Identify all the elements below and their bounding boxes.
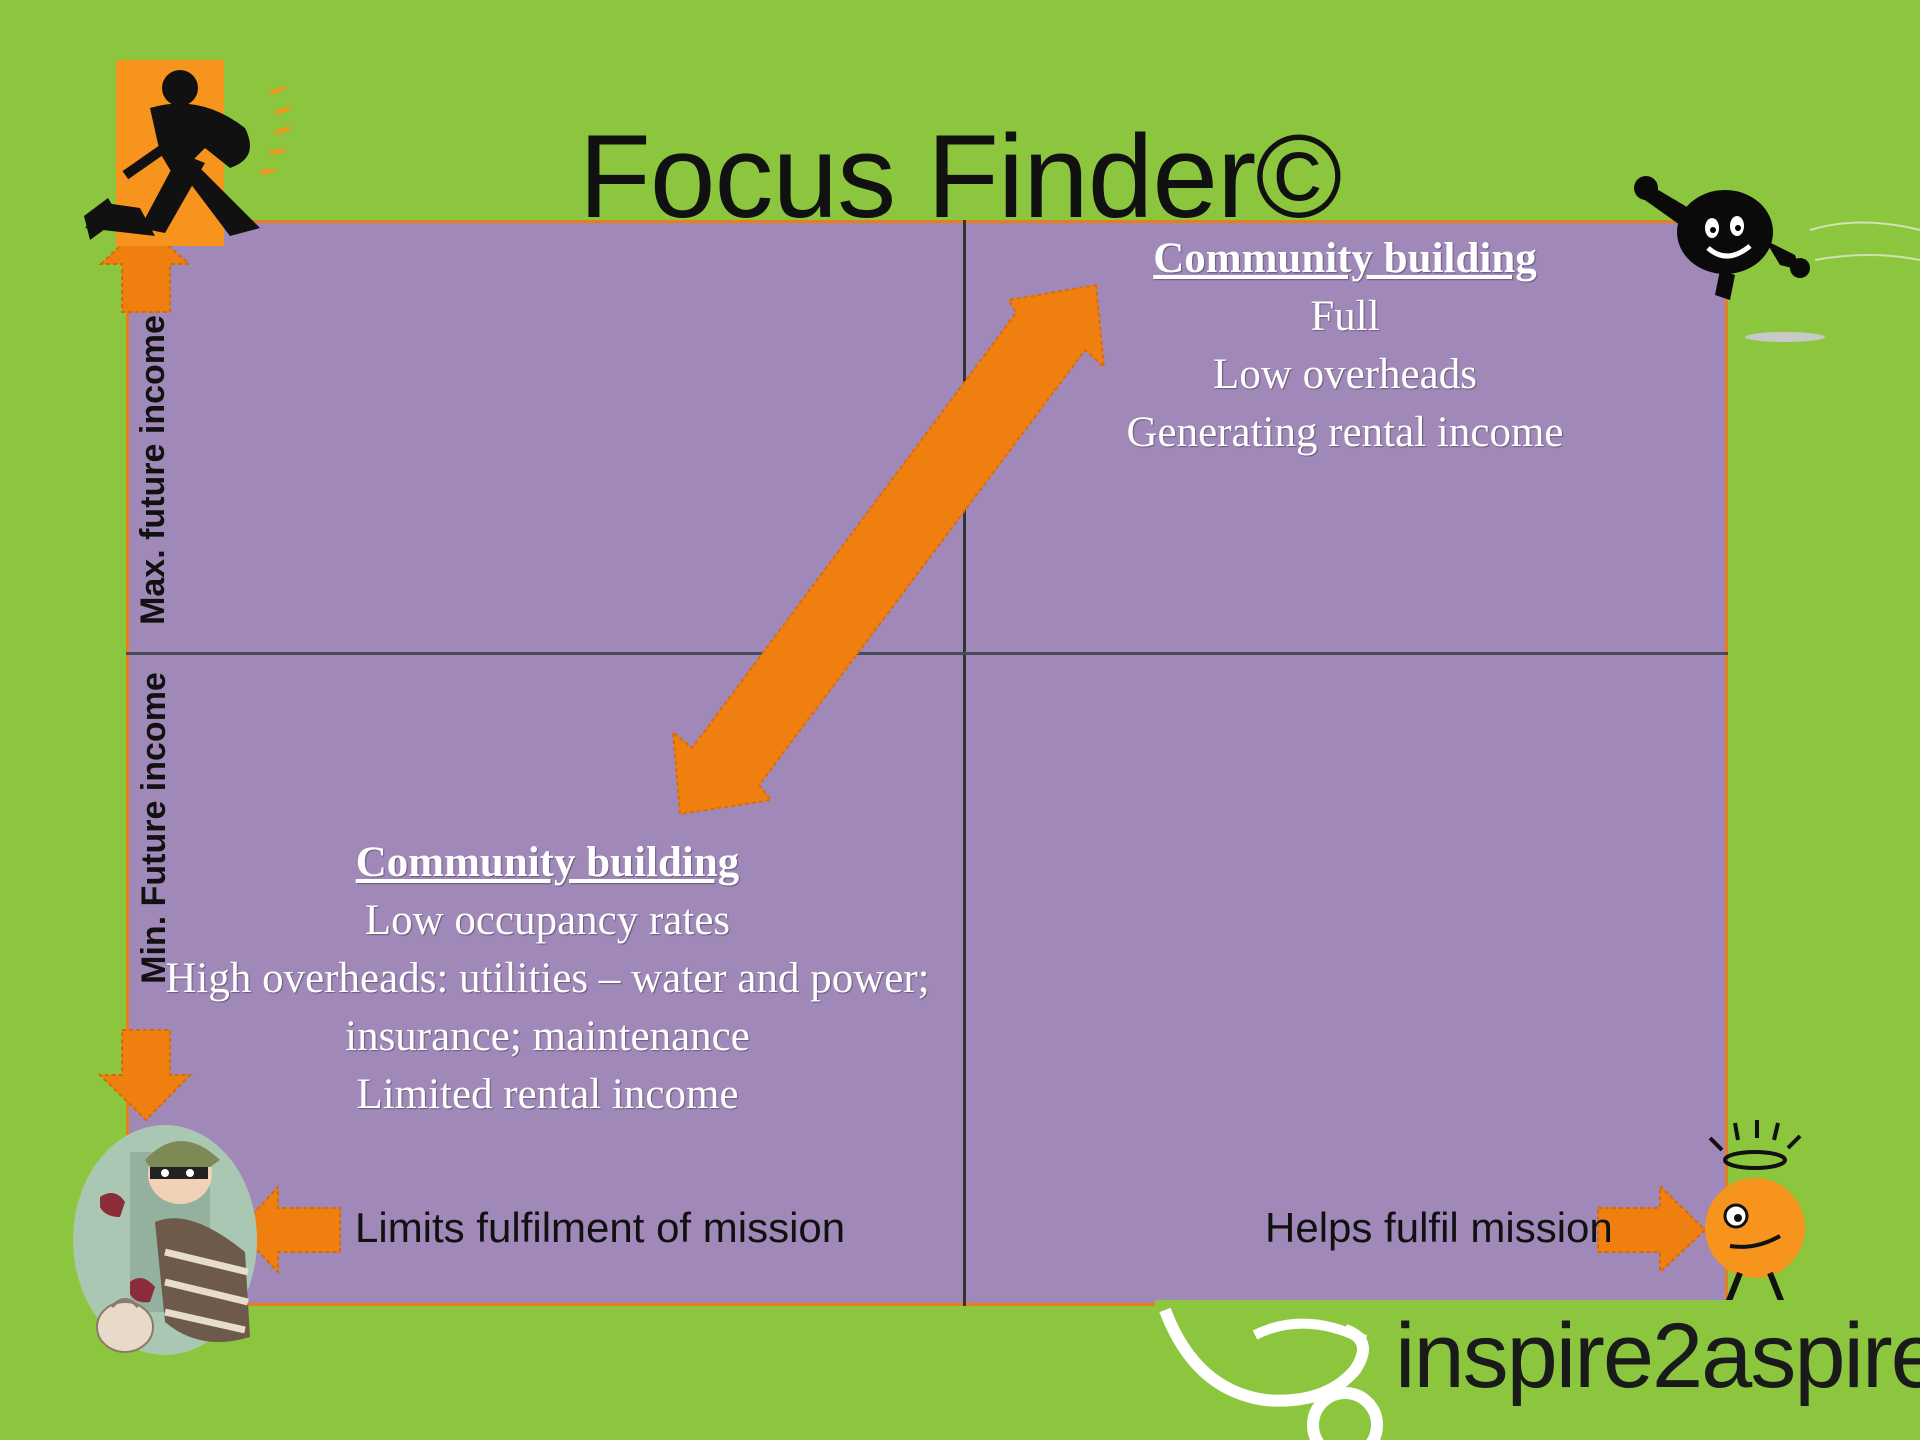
x-axis-right-label: Helps fulfil mission (1265, 1204, 1613, 1251)
quadrant-line: Generating rental income (1126, 409, 1564, 456)
y-axis-top-label: Max. future income (134, 315, 172, 625)
digger-icon (84, 60, 291, 246)
quadrant-line: Limited rental income (356, 1071, 739, 1118)
matrix-horizontal-divider (126, 652, 1728, 655)
quadrant-line: Low overheads (1213, 351, 1477, 398)
quadrant-top-right-text: Community building Full Low overheads Ge… (1045, 230, 1645, 462)
thief-icon (73, 1125, 257, 1355)
quadrant-heading: Community building (1153, 235, 1537, 282)
quadrant-line: Full (1310, 293, 1380, 340)
diagonal-arrow-shape (671, 283, 1106, 816)
matrix-vertical-divider (963, 220, 966, 1306)
left-arrow (236, 1184, 341, 1275)
quadrant-line: Low occupancy rates (364, 897, 731, 944)
focus-matrix (126, 220, 1728, 1306)
right-arrow (1597, 1183, 1707, 1275)
x-axis-left-label: Limits fulfilment of mission (355, 1204, 846, 1251)
brand-logo-swirl (1159, 1307, 1383, 1440)
down-arrow (97, 1029, 193, 1122)
flying-figure-icon (1634, 176, 1920, 342)
brand-logo-text: inspire2aspire (1395, 1305, 1920, 1407)
quadrant-line: High overheads: utilities – water and po… (165, 955, 930, 1060)
angel-icon (1705, 1120, 1805, 1309)
slide-title: Focus Finder© (578, 111, 1343, 243)
quadrant-heading: Community building (355, 839, 740, 886)
quadrant-bottom-left-text: Community building Low occupancy rates H… (150, 834, 945, 1124)
